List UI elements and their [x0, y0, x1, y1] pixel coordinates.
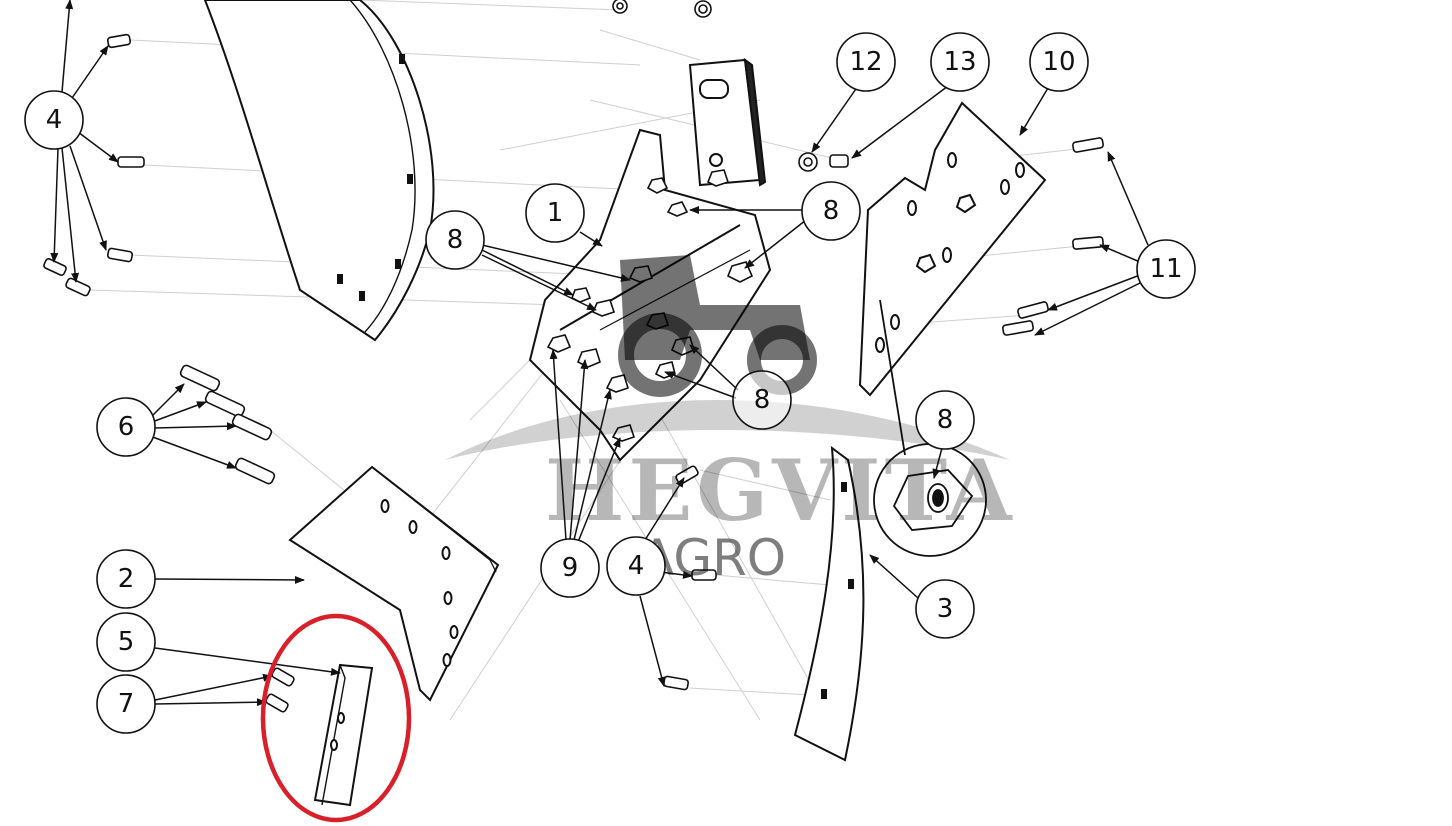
callout-4-center: 4 [606, 536, 666, 596]
callout-label: 12 [849, 47, 882, 77]
callout-label: 8 [823, 196, 840, 226]
callout-8-detail: 8 [915, 390, 975, 450]
callout-10: 10 [1029, 32, 1089, 92]
wear-point-part-5 [313, 663, 374, 807]
callout-3: 3 [915, 579, 975, 639]
callout-label: 4 [46, 105, 63, 135]
plate-part-10 [858, 101, 1047, 397]
callout-label: 6 [118, 412, 135, 442]
callout-label: 4 [628, 551, 645, 581]
detail-view-nut [873, 299, 987, 557]
callout-label: 2 [118, 564, 135, 594]
callout-label: 3 [937, 594, 954, 624]
share-part-2 [288, 465, 500, 702]
highlight-ellipse [260, 613, 412, 823]
callout-4-left: 4 [24, 90, 84, 150]
callout-label: 8 [447, 225, 464, 255]
leader-lines [50, 0, 1149, 707]
callout-label: 5 [118, 627, 135, 657]
callout-label: 7 [118, 689, 135, 719]
shin-part-3 [793, 445, 865, 762]
callout-8-right: 8 [801, 181, 861, 241]
callout-2: 2 [96, 549, 156, 609]
callout-5: 5 [96, 612, 156, 672]
callout-12: 12 [836, 32, 896, 92]
callout-label: 8 [754, 385, 771, 415]
callouts: 4 6 2 5 7 1 8 8 8 8 9 4 3 10 11 12 13 [24, 32, 1196, 734]
callout-label: 9 [562, 553, 579, 583]
callout-label: 10 [1042, 47, 1075, 77]
callout-label: 13 [943, 47, 976, 77]
callout-8-left: 8 [425, 210, 485, 270]
callout-7: 7 [96, 674, 156, 734]
watermark-brand: HEGVITA [545, 441, 1016, 540]
callout-9: 9 [540, 538, 600, 598]
callout-8-center: 8 [732, 370, 792, 430]
callout-label: 8 [937, 405, 954, 435]
moldboard-part [203, 0, 435, 342]
callout-label: 11 [1149, 254, 1182, 284]
callout-1: 1 [525, 183, 585, 243]
callout-label: 1 [547, 198, 564, 228]
callout-13: 13 [930, 32, 990, 92]
watermark-logo: HEGVITA AGRO [445, 255, 1016, 587]
callout-11: 11 [1136, 239, 1196, 299]
callout-6: 6 [96, 397, 156, 457]
